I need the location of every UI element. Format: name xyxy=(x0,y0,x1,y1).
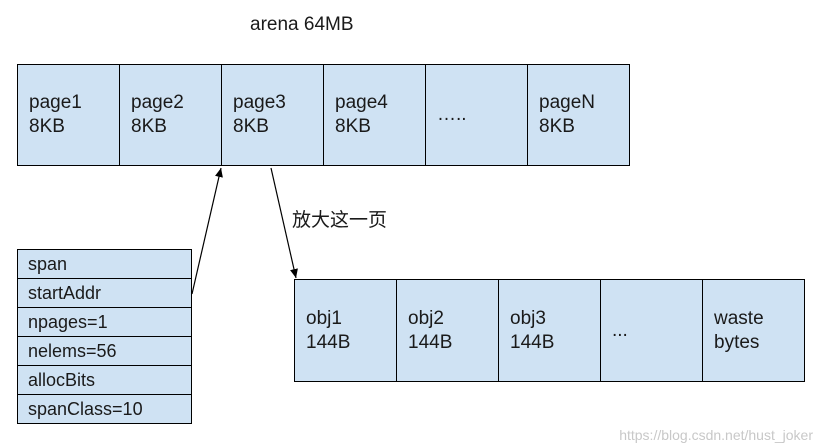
object-size: 144B xyxy=(306,331,351,353)
span-field-startaddr: startAddr xyxy=(17,278,192,308)
span-field-header: span xyxy=(17,249,192,279)
object-cell-2: obj2 144B xyxy=(396,279,499,382)
span-to-page-arrow xyxy=(191,167,223,295)
arena-page-row: page1 8KB page2 8KB page3 8KB page4 8KB … xyxy=(17,64,630,166)
page-cell-4: page4 8KB xyxy=(323,64,426,166)
page-name: page3 xyxy=(233,92,286,113)
page-size: 8KB xyxy=(29,116,65,137)
page-name: page4 xyxy=(335,92,388,113)
object-name: obj3 xyxy=(510,307,546,329)
object-cell-1: obj1 144B xyxy=(294,279,397,382)
object-size: 144B xyxy=(510,331,555,353)
object-name: obj1 xyxy=(306,307,342,329)
object-name: ... xyxy=(612,319,628,341)
arena-title: arena 64MB xyxy=(250,14,354,35)
page-object-row: obj1 144B obj2 144B obj3 144B ... waste … xyxy=(294,279,805,382)
span-field-allocbits: allocBits xyxy=(17,365,192,395)
zoom-label: 放大这一页 xyxy=(292,210,388,231)
page-size: 8KB xyxy=(233,116,269,137)
span-field-spanclass: spanClass=10 xyxy=(17,394,192,424)
object-cell-3: obj3 144B xyxy=(498,279,601,382)
object-name: obj2 xyxy=(408,307,444,329)
watermark: https://blog.csdn.net/hust_joker xyxy=(619,427,813,443)
object-size: bytes xyxy=(714,331,760,353)
page-cell-2: page2 8KB xyxy=(119,64,222,166)
span-field-nelems: nelems=56 xyxy=(17,336,192,366)
page-size: 8KB xyxy=(335,116,371,137)
page-name: page1 xyxy=(29,92,82,113)
span-field-npages: npages=1 xyxy=(17,307,192,337)
span-struct: span startAddr npages=1 nelems=56 allocB… xyxy=(17,249,192,424)
page-cell-ellipsis: ….. xyxy=(425,64,528,166)
page-name: pageN xyxy=(539,92,595,113)
page-name: page2 xyxy=(131,92,184,113)
page-size: 8KB xyxy=(539,116,575,137)
page-size: 8KB xyxy=(131,116,167,137)
object-cell-waste: waste bytes xyxy=(702,279,805,382)
object-name: waste xyxy=(714,307,764,329)
page-cell-3: page3 8KB xyxy=(221,64,324,166)
page-cell-1: page1 8KB xyxy=(17,64,120,166)
page-name: ….. xyxy=(437,104,467,125)
object-size: 144B xyxy=(408,331,453,353)
object-cell-ellipsis: ... xyxy=(600,279,703,382)
page-cell-n: pageN 8KB xyxy=(527,64,630,166)
